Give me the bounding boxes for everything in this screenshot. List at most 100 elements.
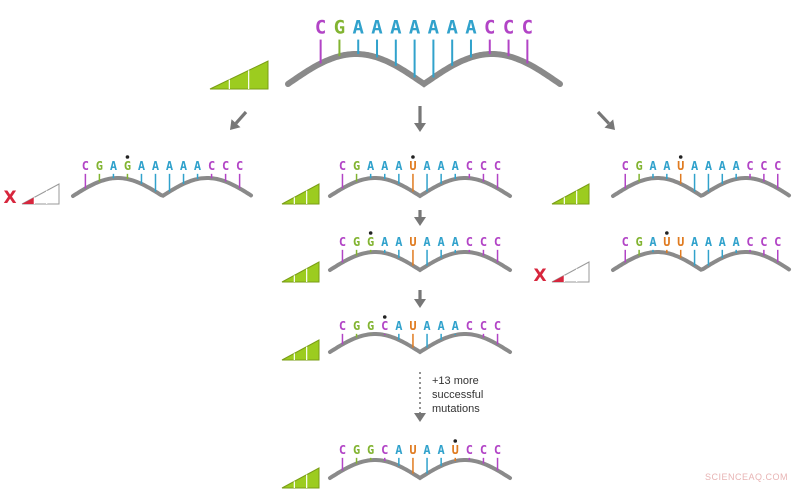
- nucleotide-letter: A: [395, 443, 403, 457]
- nucleotide-letter: C: [82, 159, 89, 173]
- fail-x-icon: X: [533, 266, 546, 286]
- nucleotide-letter: A: [152, 159, 160, 173]
- nucleotide-letter: C: [466, 235, 473, 249]
- nucleotide-letter: A: [409, 17, 421, 39]
- nucleotide-letter: C: [503, 17, 514, 39]
- nucleotide-letter: U: [677, 159, 684, 173]
- arrow-to-right: [596, 110, 615, 130]
- nucleotide-letter: A: [649, 235, 657, 249]
- nucleotide-letter: A: [180, 159, 188, 173]
- nucleotide-letter: C: [622, 235, 629, 249]
- rna-backbone: [328, 332, 512, 355]
- nucleotide-letter: A: [138, 159, 146, 173]
- nucleotide-letter: A: [705, 159, 713, 173]
- nucleotide-letter: A: [438, 159, 446, 173]
- nucleotide-letter: C: [774, 159, 781, 173]
- nucleotide-letter: A: [395, 159, 403, 173]
- fitness-indicator-center-step-2: [281, 261, 320, 283]
- nucleotide-letter: C: [480, 443, 487, 457]
- fitness-wedge: [281, 339, 320, 361]
- nucleotide-letter: A: [423, 159, 431, 173]
- more-mutations-note: +13 more successful mutations: [432, 374, 532, 416]
- nucleotide-letter: A: [423, 443, 431, 457]
- nucleotide-letter: C: [522, 17, 533, 39]
- nucleotide-letter: A: [452, 319, 460, 333]
- nucleotide-letter: G: [124, 159, 131, 173]
- nucleotide-letter: A: [423, 319, 431, 333]
- nucleotide-letter: A: [166, 159, 174, 173]
- nucleotide-letter: A: [390, 17, 402, 39]
- arrow-to-left: [230, 110, 248, 130]
- nucleotide-letter: G: [353, 235, 360, 249]
- fitness-indicator-right-mutant-2: X: [533, 261, 590, 286]
- nucleotide-letter: C: [494, 443, 501, 457]
- nucleotide-letter: C: [222, 159, 229, 173]
- nucleotide-letter: C: [381, 319, 388, 333]
- mutation-dot: [368, 231, 373, 235]
- nucleotide-letter: C: [339, 235, 346, 249]
- rna-backbone: [328, 176, 512, 199]
- nucleotide-letter: C: [466, 159, 473, 173]
- note-line-1: +13 more: [432, 375, 479, 387]
- nucleotide-letter: A: [395, 235, 403, 249]
- fitness-indicator-center-step-3: [281, 339, 320, 361]
- nucleotide-letter: C: [484, 17, 495, 39]
- nucleotide-letter: A: [733, 235, 741, 249]
- rna-backbone: [328, 250, 512, 273]
- fail-x-icon: X: [3, 188, 16, 208]
- fitness-indicator-center-final: [281, 467, 320, 489]
- nucleotide-letter: C: [494, 319, 501, 333]
- rna-backbone: [71, 176, 253, 198]
- nucleotide-letter: U: [409, 235, 416, 249]
- rna-backbone: [611, 176, 791, 198]
- nucleotide-letter: A: [733, 159, 741, 173]
- nucleotide-letter: U: [409, 159, 416, 173]
- fitness-indicator-original: [209, 60, 269, 90]
- nucleotide-letter: A: [719, 235, 727, 249]
- fitness-wedge: [281, 467, 320, 489]
- mutation-dot: [665, 231, 669, 235]
- nucleotide-letter: C: [760, 159, 767, 173]
- nucleotide-letter: G: [635, 159, 642, 173]
- nucleotide-letter: C: [381, 443, 388, 457]
- nucleotide-letter: G: [334, 17, 345, 39]
- fitness-indicators-layer: XX: [3, 60, 590, 489]
- nucleotide-letter: A: [691, 159, 699, 173]
- nucleotide-letter: A: [371, 17, 383, 39]
- fitness-indicator-center-step-1: [281, 183, 320, 205]
- arrows-layer: [230, 106, 615, 422]
- nucleotide-letter: G: [367, 235, 374, 249]
- fitness-wedge: [281, 183, 320, 205]
- fitness-indicator-left-mutant: X: [3, 183, 60, 208]
- nucleotide-letter: C: [208, 159, 215, 173]
- nucleotide-letter: A: [649, 159, 657, 173]
- mutation-dot: [678, 155, 683, 159]
- nucleotide-letter: A: [719, 159, 727, 173]
- nucleotide-letter: A: [194, 159, 202, 173]
- nucleotide-letter: A: [367, 159, 375, 173]
- nucleotide-letter: C: [746, 235, 753, 249]
- nucleotide-letter: C: [746, 159, 753, 173]
- nucleotide-letter: C: [760, 235, 767, 249]
- nucleotide-letter: C: [339, 443, 346, 457]
- nucleotide-letter: C: [480, 235, 487, 249]
- mutation-dot: [411, 155, 415, 159]
- nucleotide-letter: C: [480, 319, 487, 333]
- nucleotide-letter: A: [452, 159, 460, 173]
- nucleotide-letter: A: [395, 319, 403, 333]
- nucleotide-letter: U: [677, 235, 684, 249]
- nucleotide-letter: A: [428, 17, 440, 39]
- nucleotide-letter: A: [381, 235, 389, 249]
- rna-backbone: [328, 458, 512, 481]
- note-line-3: mutations: [432, 403, 480, 415]
- nucleotide-letter: A: [691, 235, 699, 249]
- nucleotide-letter: C: [236, 159, 243, 173]
- nucleotide-letter: C: [466, 319, 473, 333]
- nucleotide-letter: C: [494, 159, 501, 173]
